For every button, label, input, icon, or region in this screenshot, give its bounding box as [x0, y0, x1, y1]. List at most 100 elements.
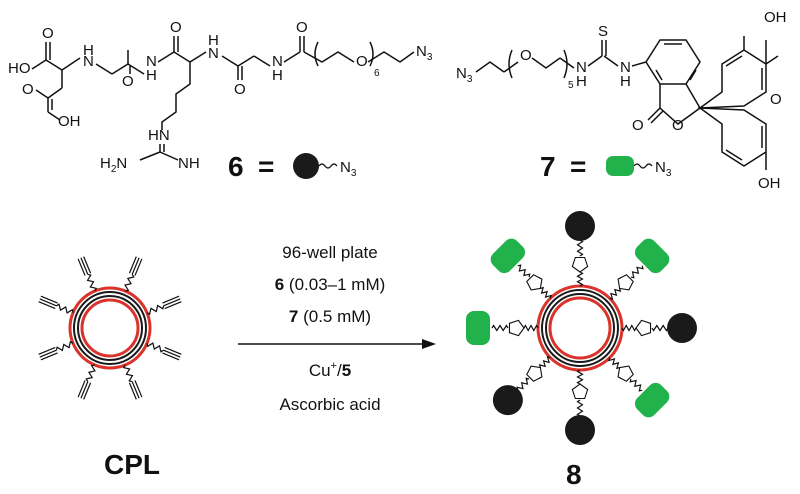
- atom-label: O: [672, 117, 684, 134]
- green-bead-icon: [606, 156, 634, 176]
- alkyne-icon: [40, 352, 58, 361]
- linker: [516, 377, 530, 391]
- alkyne-icon: [39, 298, 57, 307]
- linker: [124, 274, 135, 292]
- equals-sign: =: [258, 151, 274, 182]
- atom-label: OH: [764, 9, 787, 26]
- alkyne-icon: [80, 381, 89, 399]
- black-bead-icon: [565, 415, 595, 445]
- product-liposome-8: [466, 211, 697, 445]
- triazole-icon: [617, 365, 634, 382]
- alkyne-icon: [80, 257, 89, 275]
- linker: [576, 399, 584, 417]
- atom-label: H: [576, 73, 587, 90]
- atom-label: H: [83, 42, 94, 59]
- azide-label: N3: [416, 43, 433, 63]
- atom-label: O: [170, 19, 182, 36]
- black-bead-icon: [565, 211, 595, 241]
- triazole-icon: [635, 319, 652, 337]
- azide-label: N3: [340, 159, 357, 179]
- atom-label: S: [598, 23, 608, 40]
- alkyne-icon: [163, 349, 181, 358]
- atom-label: N: [272, 53, 283, 70]
- atom-label: HO: [8, 60, 31, 77]
- atom-label: O: [22, 81, 34, 98]
- atom-label: OH: [58, 113, 81, 130]
- repeat-count: 6: [374, 68, 380, 79]
- reactant-label: CPL: [104, 449, 160, 480]
- linker: [651, 324, 669, 332]
- membrane-ring: [73, 291, 147, 365]
- linker: [540, 286, 552, 299]
- reaction-conditions: 96-well plate 6 (0.03–1 mM) 7 (0.5 mM) C…: [238, 243, 436, 414]
- atom-label: N: [208, 45, 219, 62]
- black-bead-icon: [492, 385, 523, 416]
- linker: [576, 369, 584, 385]
- atom-label: N: [83, 53, 94, 70]
- linker: [608, 357, 620, 370]
- atom-label: O: [122, 73, 134, 90]
- repeat-count: 5: [568, 80, 574, 91]
- alkyne-icon: [128, 382, 137, 400]
- atom-label: H: [272, 67, 283, 84]
- linker: [491, 324, 509, 332]
- atom-label: H: [620, 73, 631, 90]
- compound-6-legend: 6 = N3: [228, 151, 357, 182]
- atom-label: O: [770, 91, 782, 108]
- linker: [146, 304, 165, 316]
- condition-compound-7: 7 (0.5 mM): [289, 307, 371, 326]
- alkyne-icon: [77, 258, 86, 276]
- arrow-head-icon: [422, 339, 436, 349]
- alkyne-icon: [40, 295, 58, 304]
- linker: [86, 273, 98, 292]
- linker: [629, 378, 643, 392]
- alkyne-icon: [83, 382, 92, 400]
- membrane-ring: [545, 293, 615, 363]
- alkyne-icon: [163, 298, 181, 307]
- alkyne-icon: [39, 349, 57, 358]
- membrane-inner-ring: [548, 296, 612, 360]
- linker: [85, 364, 96, 382]
- linker: [630, 265, 644, 279]
- membrane-ring: [77, 295, 143, 361]
- green-bead-icon: [490, 238, 526, 274]
- alkyne-icon: [131, 381, 140, 399]
- condition-reductant: Ascorbic acid: [279, 395, 380, 414]
- alkyne-icon: [38, 346, 56, 355]
- linker: [576, 239, 584, 257]
- triazole-icon: [526, 274, 543, 291]
- triazole-icon: [571, 383, 589, 400]
- atom-label: O: [356, 53, 368, 70]
- compound-number: 6: [228, 151, 244, 182]
- black-bead-icon: [293, 153, 319, 179]
- azide-label: N3: [655, 159, 672, 179]
- green-bead-icon: [466, 311, 490, 345]
- linker: [146, 342, 164, 353]
- triazole-icon: [617, 274, 634, 291]
- condition-plate: 96-well plate: [282, 243, 377, 262]
- condition-compound-6: 6 (0.03–1 mM): [275, 275, 386, 294]
- linker: [576, 271, 584, 287]
- atom-label: H: [208, 32, 219, 49]
- green-bead-icon: [634, 382, 670, 418]
- atom-label: NH: [178, 155, 200, 172]
- alkyne-icon: [164, 301, 182, 310]
- alkyne-icon: [134, 258, 143, 276]
- atom-label: O: [42, 25, 54, 42]
- compound-7-structure: N3 O 5 N H S N H O O OH: [456, 9, 787, 192]
- cpl-liposome: [38, 256, 182, 400]
- atom-label: O: [520, 47, 532, 64]
- linker: [56, 303, 74, 314]
- atom-label: H: [146, 67, 157, 84]
- alkyne-icon: [162, 352, 180, 361]
- triazole-icon: [571, 256, 589, 273]
- linker: [538, 356, 551, 368]
- product-label: 8: [566, 459, 582, 490]
- alkyne-icon: [77, 380, 86, 398]
- linker: [517, 264, 531, 278]
- atom-label: H2N: [100, 155, 127, 175]
- atom-label: O: [296, 19, 308, 36]
- black-bead-icon: [667, 313, 697, 343]
- compound-7-legend: 7 = N3: [540, 151, 672, 182]
